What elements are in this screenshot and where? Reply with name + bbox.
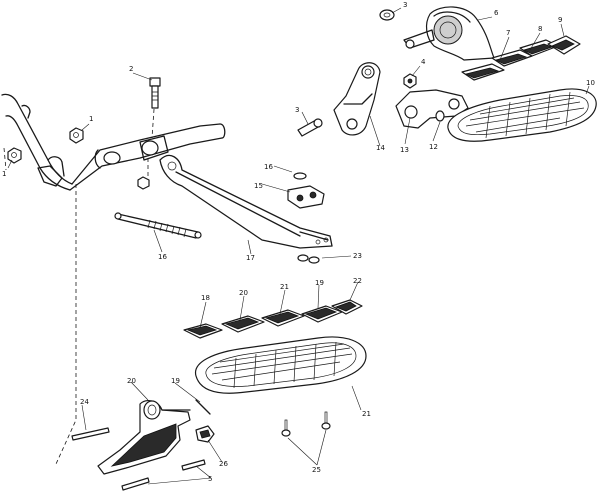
frame-tube [1, 93, 226, 191]
callout-19: 19 [171, 377, 180, 385]
callout-19: 19 [315, 279, 324, 287]
washer-part [297, 254, 309, 262]
callout-2: 2 [129, 65, 133, 73]
callout-16: 16 [264, 163, 273, 171]
footpeg-pad [331, 299, 363, 315]
footpeg-pad [461, 63, 505, 81]
callout-13: 13 [400, 146, 409, 154]
callout-23: 23 [353, 252, 362, 260]
bolt-part [149, 77, 161, 109]
footpeg-pad [261, 309, 305, 327]
screw-part [281, 419, 291, 437]
screw-part [321, 411, 331, 430]
horn-part [403, 6, 495, 61]
bracket-part [333, 62, 381, 136]
callout-20: 20 [239, 289, 248, 297]
callout-9: 9 [558, 16, 562, 24]
pin-part [71, 427, 110, 441]
pin-part [195, 399, 211, 415]
footpeg-pad [547, 35, 581, 55]
callout-22: 22 [353, 277, 362, 285]
callout-25: 25 [312, 466, 321, 474]
callout-14: 14 [376, 144, 385, 152]
stop-block [287, 172, 325, 209]
callout-17: 17 [246, 254, 255, 262]
spring-part [114, 212, 202, 239]
callout-6: 6 [494, 9, 499, 17]
callout-15: 15 [254, 182, 263, 190]
clip-part [195, 425, 215, 443]
pin-part [181, 459, 206, 471]
callout-21: 21 [362, 410, 371, 418]
callout-4: 4 [421, 58, 426, 66]
callout-labels: 1 1 2 3 3 4 6 7 8 9 10 12 13 14 16 15 16… [2, 1, 595, 483]
callout-18: 18 [201, 294, 210, 302]
callout-24: 24 [80, 398, 89, 406]
floorboard-upper [447, 88, 597, 142]
callout-12: 12 [429, 143, 438, 151]
washer-part [308, 256, 320, 264]
footpeg-pad [183, 323, 223, 339]
callout-1: 1 [89, 115, 93, 123]
callout-3: 3 [403, 1, 407, 9]
leader-lines [7, 7, 590, 485]
pin-part [297, 118, 323, 137]
callout-20: 20 [127, 377, 136, 385]
nut-part [7, 147, 22, 164]
callout-16: 16 [158, 253, 167, 261]
footpeg-pad [221, 315, 265, 333]
callout-10: 10 [586, 79, 595, 87]
nut-part [69, 127, 84, 144]
callout-26: 26 [219, 460, 228, 468]
floorboard-lower [195, 336, 367, 394]
pin-part [121, 477, 150, 491]
kickstand-arm [159, 154, 333, 249]
hinge-part [395, 89, 469, 129]
callout-5: 5 [208, 475, 212, 483]
washer-part [379, 9, 395, 21]
floorboard-bracket [97, 400, 191, 475]
callout-8: 8 [538, 25, 542, 33]
nut-part [137, 176, 150, 190]
callout-21: 21 [280, 283, 289, 291]
callout-3: 3 [295, 106, 299, 114]
callout-7: 7 [506, 29, 510, 37]
callout-1: 1 [2, 170, 6, 178]
nut-part [403, 73, 417, 89]
